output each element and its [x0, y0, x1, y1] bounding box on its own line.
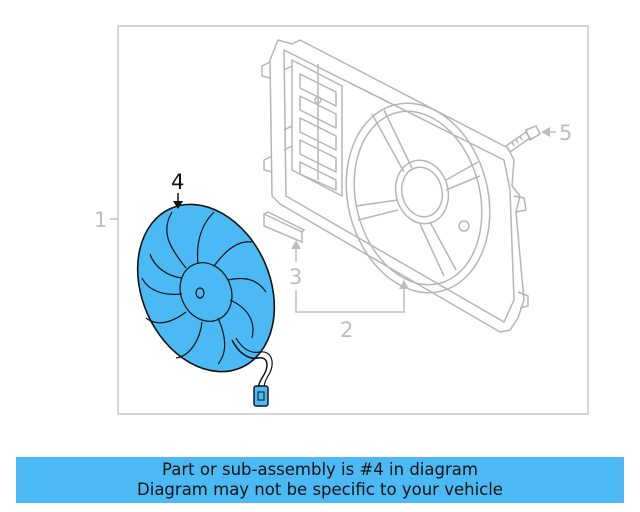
bolt-icon	[504, 125, 541, 154]
callout-4-arrow	[173, 201, 183, 209]
banner-line-1: Part or sub-assembly is #4 in diagram	[162, 460, 478, 479]
banner-line-2: Diagram may not be specific to your vehi…	[137, 480, 503, 499]
cooling-fan-icon	[136, 203, 276, 407]
callout-2-leader	[295, 282, 405, 313]
callout-3-label: 3	[289, 265, 302, 289]
diagram-frame	[117, 25, 589, 415]
bracket-icon	[263, 211, 306, 244]
callout-2-arrow	[399, 280, 409, 289]
callout-4-label: 4	[171, 170, 184, 194]
callout-5-label: 5	[559, 121, 572, 145]
fan-shroud-icon	[261, 39, 529, 333]
wire-connector	[253, 385, 269, 407]
callout-2-label: 2	[340, 318, 353, 342]
callout-3-arrow	[291, 240, 301, 249]
info-banner: Part or sub-assembly is #4 in diagram Di…	[16, 457, 624, 503]
parts-diagram: 1	[94, 25, 589, 415]
callout-1-label: 1	[94, 208, 107, 232]
callout-5-arrow	[541, 127, 550, 137]
